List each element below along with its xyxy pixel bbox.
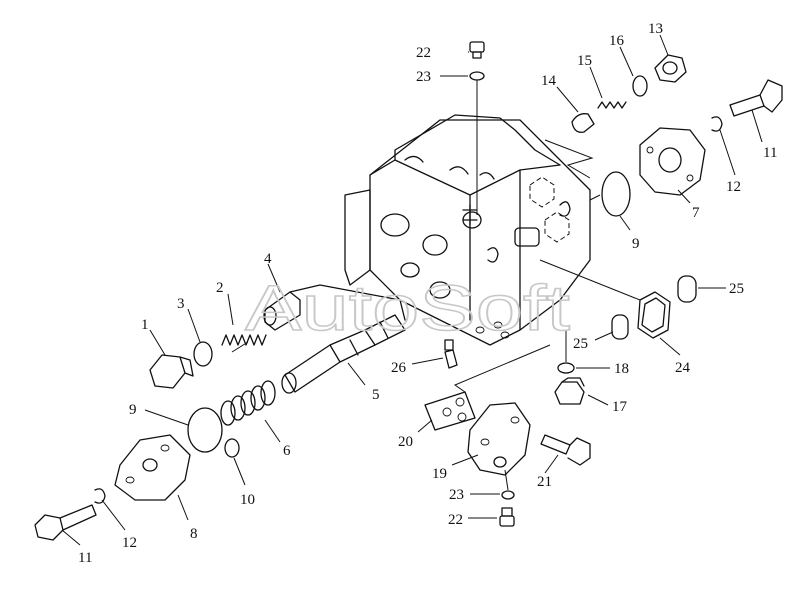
- valve-body: [344, 114, 591, 346]
- gasket-24: [637, 291, 671, 339]
- gasket-20: [424, 391, 476, 431]
- bolt-11-left: [34, 504, 97, 541]
- spring-2: [221, 334, 267, 346]
- callout-15: 15: [577, 53, 592, 69]
- callout-12-left: 12: [122, 535, 137, 551]
- callout-23-top: 23: [416, 69, 431, 85]
- o-ring-9-left: [187, 407, 223, 453]
- callout-leaders: [61, 34, 763, 546]
- callout-3: 3: [177, 296, 185, 312]
- callout-18: 18: [614, 361, 629, 377]
- o-ring-25-small: [611, 314, 629, 340]
- washer-12-left: [94, 488, 106, 504]
- spool-5: [281, 314, 406, 394]
- cover-8: [114, 434, 191, 501]
- callout-20: 20: [398, 434, 413, 450]
- washer-12-right: [711, 116, 723, 132]
- callout-6: 6: [283, 443, 291, 459]
- callout-22-bottom: 22: [448, 512, 463, 528]
- callout-19: 19: [432, 466, 447, 482]
- callout-9-left: 9: [129, 402, 137, 418]
- bolt-11-right: [729, 79, 783, 117]
- callout-9-right: 9: [632, 236, 640, 252]
- callout-4: 4: [264, 251, 272, 267]
- cover-7: [639, 127, 706, 196]
- callout-12-right: 12: [726, 179, 741, 195]
- cover-19: [467, 402, 531, 476]
- plug-13: [654, 54, 687, 83]
- plug-1: [149, 354, 194, 389]
- o-ring-16: [632, 75, 648, 97]
- callout-16: 16: [609, 33, 625, 49]
- callout-26: 26: [391, 360, 407, 376]
- callout-10: 10: [240, 492, 255, 508]
- callout-23-bottom: 23: [449, 487, 464, 503]
- callout-8: 8: [190, 526, 198, 542]
- o-ring-23-top: [469, 71, 485, 81]
- o-ring-10: [224, 438, 240, 458]
- callout-labels: 1 2 3 4 5 6 7 8 9 9 10 11 11 12 12 13 14…: [78, 21, 777, 566]
- callout-1: 1: [141, 317, 149, 333]
- o-ring-25-right: [677, 275, 697, 303]
- assembly-lines: [231, 139, 641, 491]
- o-ring-3: [193, 341, 213, 367]
- plug-26: [444, 339, 458, 369]
- spool-4: [263, 284, 406, 331]
- watermark: AutoSoft: [245, 272, 570, 344]
- plug-14: [571, 113, 595, 133]
- callout-25-right: 25: [729, 281, 744, 297]
- callout-5: 5: [372, 387, 380, 403]
- callout-7: 7: [692, 205, 700, 221]
- callout-11-right: 11: [763, 145, 777, 161]
- bolt-22-top: [469, 41, 485, 59]
- callout-22-top: 22: [416, 45, 431, 61]
- callout-21: 21: [537, 474, 552, 490]
- callout-24: 24: [675, 360, 691, 376]
- bolt-21: [540, 434, 591, 466]
- spring-6: [220, 380, 276, 426]
- plug-17: [554, 377, 585, 405]
- callout-11-left: 11: [78, 550, 92, 566]
- o-ring-23-bottom: [501, 490, 515, 500]
- callout-2: 2: [216, 280, 224, 296]
- callout-25-small: 25: [573, 336, 588, 352]
- bolt-22-bottom: [499, 507, 515, 527]
- callout-13: 13: [648, 21, 663, 37]
- o-ring-18: [557, 362, 575, 374]
- callout-17: 17: [612, 399, 628, 415]
- o-ring-9-right: [601, 171, 631, 217]
- callout-14: 14: [541, 73, 557, 89]
- spring-15: [597, 101, 627, 109]
